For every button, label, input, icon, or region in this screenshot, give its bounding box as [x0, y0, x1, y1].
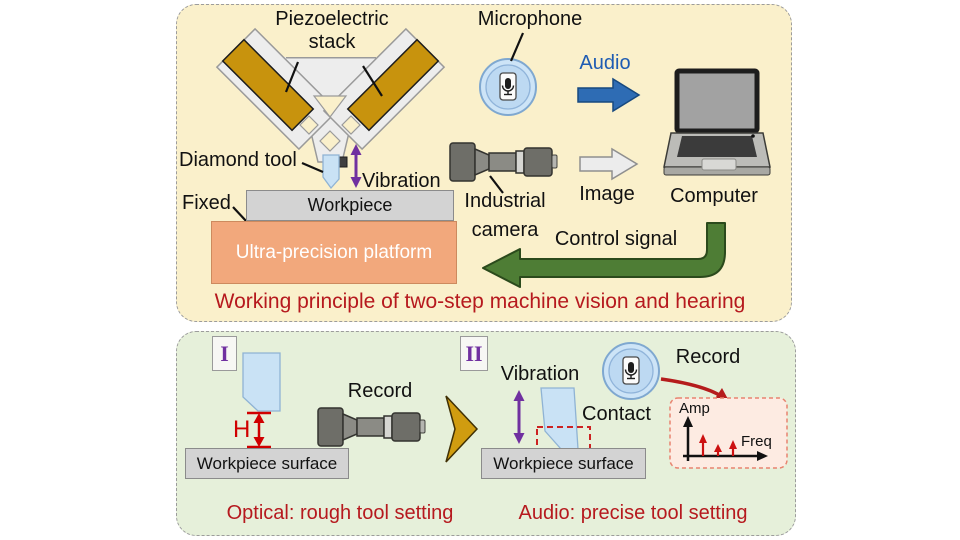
microphone-label: Microphone	[477, 8, 583, 30]
vibration-arrow-top	[350, 144, 362, 188]
computer-label: Computer	[670, 185, 758, 207]
industrial-camera-label: Industrial camera	[464, 187, 545, 245]
step1-numeral-box: I	[212, 336, 237, 371]
record-arrow	[660, 377, 729, 401]
workpiece-box: Workpiece	[246, 190, 454, 221]
surface-box-step2: Workpiece surface	[481, 448, 646, 479]
surface-box-step1: Workpiece surface	[185, 448, 349, 479]
tool-step2	[540, 387, 579, 450]
piezo-stack-label-line1: Piezoelectric	[275, 8, 389, 30]
industrial-camera-icon-step1	[317, 407, 426, 447]
surface-label-step2: Workpiece surface	[493, 453, 634, 473]
laptop-icon	[663, 68, 771, 176]
gap-dimension-arrow	[247, 411, 271, 449]
vibration-label-step2: Vibration	[500, 363, 580, 385]
vibration-arrow-step2	[513, 390, 525, 444]
industrial-camera-label-line2: camera	[471, 219, 539, 241]
leader-line-stack-right	[362, 65, 383, 97]
leader-line-diamond-tool	[301, 161, 324, 174]
top-caption: Working principle of two-step machine vi…	[214, 290, 746, 313]
piezo-stack-right	[346, 38, 440, 132]
surface-label-step1: Workpiece surface	[196, 453, 338, 473]
step2-numeral: II	[465, 340, 483, 366]
piezo-stack-label: Piezoelectric stack	[275, 8, 388, 54]
fixed-label: Fixed	[182, 192, 231, 214]
spectrum-peaks	[699, 434, 737, 456]
leader-line-fixed	[232, 206, 248, 223]
piezo-flexure	[215, 27, 446, 163]
record-label-step2: Record	[675, 346, 741, 368]
tool-step1	[242, 352, 281, 412]
platform-box: Ultra-precision platform	[211, 221, 457, 284]
control-signal-arrow	[482, 222, 726, 288]
vibration-label-top: Vibration	[362, 170, 441, 192]
leader-line-stack-left	[284, 61, 300, 93]
industrial-camera-icon	[449, 142, 558, 194]
platform-label: Ultra-precision platform	[235, 241, 433, 263]
spectrum-xlabel: Freq	[741, 433, 772, 450]
audio-arrow	[577, 77, 641, 113]
contact-label: Contact	[582, 403, 651, 425]
step1-numeral: I	[220, 340, 229, 366]
spectrum-mini-chart	[669, 397, 788, 469]
image-label: Image	[579, 183, 635, 205]
record-label-step1: Record	[347, 380, 413, 402]
industrial-camera-label-line1: Industrial	[464, 190, 546, 212]
leader-line-camera	[489, 175, 504, 194]
workpiece-label: Workpiece	[307, 195, 393, 215]
step2-numeral-box: II	[460, 336, 488, 371]
audio-label: Audio	[579, 52, 631, 74]
piezo-stack-label-line2: stack	[308, 31, 356, 53]
diamond-tool-icon	[301, 154, 348, 190]
image-arrow	[579, 147, 639, 181]
leader-line-microphone	[509, 32, 525, 62]
bottom-caption-left: Optical: rough tool setting	[226, 502, 454, 524]
bottom-caption-right: Audio: precise tool setting	[518, 502, 748, 524]
diamond-tool-label: Diamond tool	[179, 149, 297, 171]
microphone-icon	[479, 32, 537, 116]
step-arrow	[445, 395, 479, 463]
piezo-stack-left	[221, 38, 315, 132]
control-signal-label: Control signal	[554, 228, 678, 250]
microphone-icon-step2	[602, 342, 660, 400]
spectrum-ylabel: Amp	[679, 400, 710, 417]
gap-label: H	[233, 416, 251, 443]
